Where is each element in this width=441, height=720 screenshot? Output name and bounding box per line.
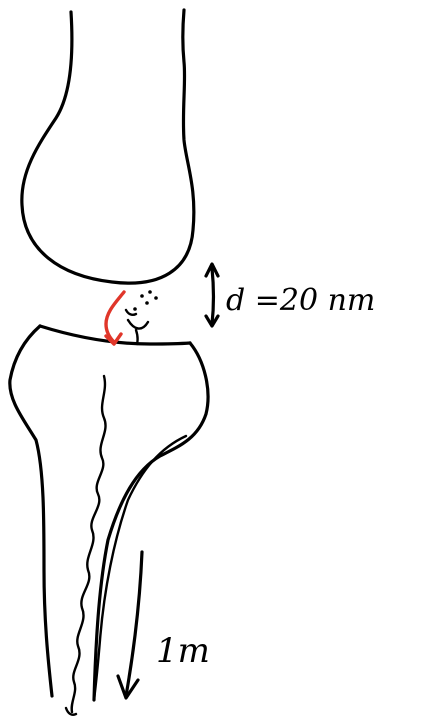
particle-dots [133,290,158,311]
upper-bulb-outline [22,10,194,283]
receptor-mark [128,320,148,344]
gap-distance-arrow [212,268,214,324]
distance-label: d =20 nm [226,283,375,318]
lower-bulb-left-outline [10,326,52,696]
length-label: 1m [156,631,210,671]
wavy-channel [72,376,106,712]
length-arrow [126,552,142,696]
